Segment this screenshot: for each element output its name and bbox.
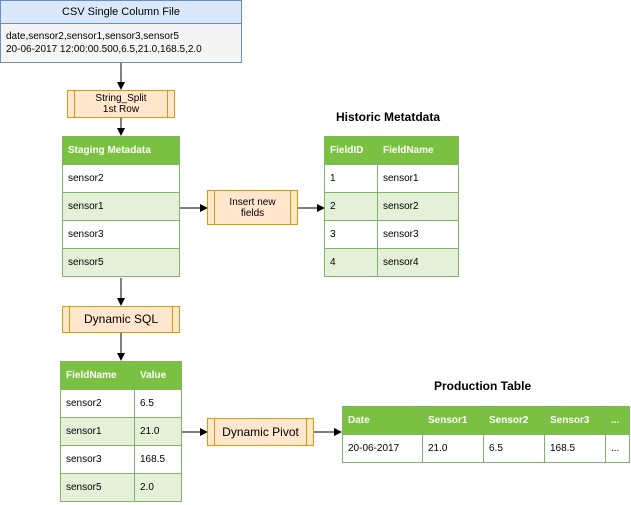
staging-cell: sensor2: [62, 164, 180, 193]
field-value-cell: 21.0: [134, 417, 182, 446]
csv-line-2: 20-06-2017 12:00:00.500,6.5,21.0,168.5,2…: [6, 44, 202, 55]
field-value-cell: 2.0: [134, 473, 182, 502]
production-header-cell: Date: [342, 406, 423, 435]
historic-cell: 4: [324, 248, 378, 277]
historic-cell: sensor4: [377, 248, 459, 277]
field-value-table: FieldName Value sensor2 6.5 sensor1 21.0…: [60, 361, 182, 502]
production-table: Date Sensor1 Sensor2 Sensor3 ... 20-06-2…: [342, 406, 630, 463]
table-row: sensor3 168.5: [60, 445, 182, 474]
field-value-cell: sensor1: [60, 417, 135, 446]
historic-metadata-title: Historic Metatdata: [336, 110, 441, 124]
dynamic-sql-process: Dynamic SQL: [62, 306, 180, 333]
csv-file-title: CSV Single Column File: [1, 1, 241, 24]
production-header-cell: Sensor1: [422, 406, 484, 435]
production-header-cell: ...: [605, 406, 630, 435]
insert-new-fields-process: Insert new fields: [207, 190, 298, 225]
production-cell: 168.5: [544, 434, 606, 463]
table-row: 3 sensor3: [324, 220, 459, 249]
csv-line-1: date,sensor2,sensor1,sensor3,sensor5: [6, 31, 179, 42]
dynamic-sql-label: Dynamic SQL: [83, 312, 159, 326]
staging-cell: sensor1: [62, 192, 180, 221]
production-cell: 6.5: [483, 434, 545, 463]
historic-header-cell: FieldName: [377, 136, 459, 165]
table-row: sensor5 2.0: [60, 473, 182, 502]
field-value-header-cell: FieldName: [60, 361, 135, 390]
historic-metadata-table: FieldID FieldName 1 sensor1 2 sensor2 3 …: [324, 136, 459, 277]
table-row: sensor3: [62, 220, 180, 249]
historic-header-row: FieldID FieldName: [324, 136, 459, 165]
production-cell: 20-06-2017: [342, 434, 423, 463]
staging-cell: sensor3: [62, 220, 180, 249]
table-row: sensor2 6.5: [60, 389, 182, 418]
production-cell: ...: [605, 434, 630, 463]
production-header-row: Date Sensor1 Sensor2 Sensor3 ...: [342, 406, 630, 435]
table-row: 1 sensor1: [324, 164, 459, 193]
table-row: 20-06-2017 21.0 6.5 168.5 ...: [342, 434, 630, 463]
string-split-sublabel: 1st Row: [102, 104, 140, 115]
historic-cell: 2: [324, 192, 378, 221]
production-header-cell: Sensor3: [544, 406, 606, 435]
insert-sublabel: fields: [240, 207, 265, 219]
table-row: sensor2: [62, 164, 180, 193]
historic-cell: sensor1: [377, 164, 459, 193]
table-row: sensor1 21.0: [60, 417, 182, 446]
historic-cell: 3: [324, 220, 378, 249]
table-row: 4 sensor4: [324, 248, 459, 277]
string-split-process: String_Split 1st Row: [67, 90, 175, 118]
field-value-header-cell: Value: [134, 361, 182, 390]
historic-header-cell: FieldID: [324, 136, 378, 165]
historic-cell: sensor3: [377, 220, 459, 249]
field-value-cell: sensor5: [60, 473, 135, 502]
table-row: sensor1: [62, 192, 180, 221]
table-row: sensor5: [62, 248, 180, 277]
staging-cell: sensor5: [62, 248, 180, 277]
dynamic-pivot-process: Dynamic Pivot: [207, 418, 314, 446]
field-value-cell: sensor2: [60, 389, 135, 418]
table-row: 2 sensor2: [324, 192, 459, 221]
staging-header: Staging Metadata: [62, 136, 180, 165]
production-header-cell: Sensor2: [483, 406, 545, 435]
csv-file-box: CSV Single Column File date,sensor2,sens…: [0, 0, 242, 63]
string-split-label: String_Split: [95, 93, 147, 104]
insert-label: Insert new: [229, 196, 276, 208]
field-value-cell: 6.5: [134, 389, 182, 418]
staging-metadata-table: Staging Metadata sensor2 sensor1 sensor3…: [62, 136, 180, 277]
production-table-title: Production Table: [434, 379, 532, 393]
dynamic-pivot-label: Dynamic Pivot: [222, 424, 299, 439]
historic-cell: 1: [324, 164, 378, 193]
staging-header-row: Staging Metadata: [62, 136, 180, 165]
field-value-header-row: FieldName Value: [60, 361, 182, 390]
field-value-cell: 168.5: [134, 445, 182, 474]
production-cell: 21.0: [422, 434, 484, 463]
historic-cell: sensor2: [377, 192, 459, 221]
field-value-cell: sensor3: [60, 445, 135, 474]
